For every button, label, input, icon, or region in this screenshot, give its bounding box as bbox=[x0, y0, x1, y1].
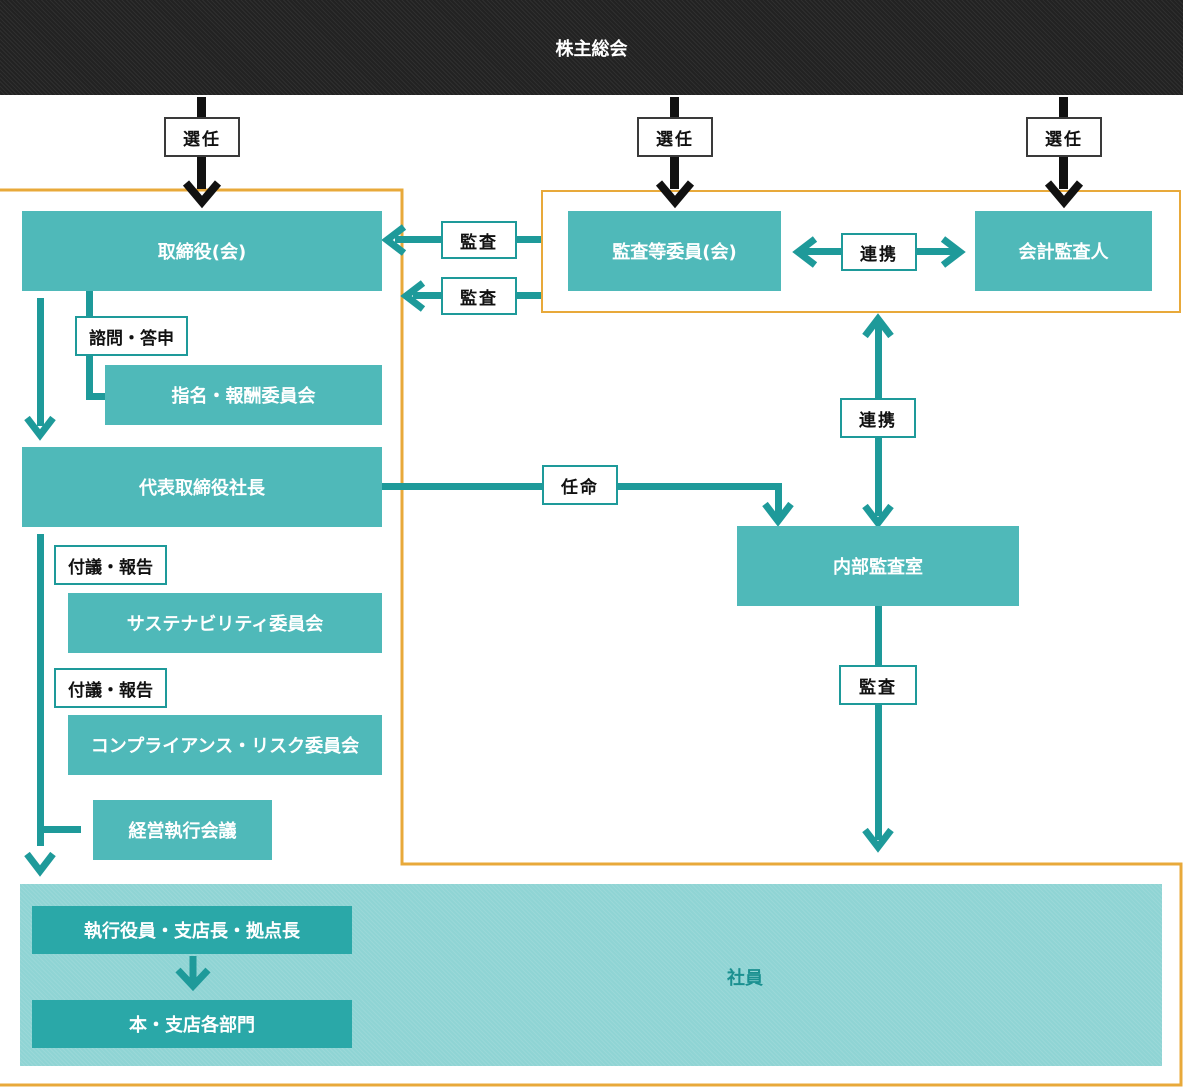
audit-group-frame bbox=[541, 190, 1181, 313]
president-down-line bbox=[37, 534, 44, 846]
coop-arrow-up-head bbox=[862, 313, 894, 339]
coop-label-vertical: 連携 bbox=[840, 398, 916, 438]
elect-arrow-accountant-icon bbox=[1044, 180, 1084, 209]
elect-label-audit: 選任 bbox=[637, 117, 713, 157]
refer-report-label-1: 付議・報告 bbox=[54, 545, 167, 585]
board-to-president-arrow-icon bbox=[24, 415, 56, 441]
audit-arrow-lower-head bbox=[400, 280, 426, 312]
appoint-label: 任命 bbox=[542, 465, 618, 505]
nomination-line-horizontal bbox=[86, 393, 106, 400]
management-branch-line bbox=[37, 826, 81, 833]
officers-down-arrow-icon bbox=[175, 956, 211, 992]
internal-audit-arrow-icon bbox=[862, 827, 894, 853]
compliance-committee-box: コンプライアンス・リスク委員会 bbox=[68, 715, 382, 775]
elect-arrow-audit-head bbox=[655, 180, 695, 209]
consult-report-label: 諮問・答申 bbox=[75, 316, 188, 356]
audit-label-upper: 監査 bbox=[441, 221, 517, 259]
audit-arrow-lower-icon bbox=[400, 280, 426, 312]
elect-arrow-board-icon bbox=[182, 180, 222, 209]
officers-box: 執行役員・支店長・拠点長 bbox=[32, 906, 352, 954]
coop-arrow-left-icon bbox=[792, 236, 818, 268]
coop-arrow-right-icon bbox=[940, 236, 966, 268]
shareholders-meeting-label: 株主総会 bbox=[555, 38, 628, 60]
coop-label-horizontal: 連携 bbox=[841, 233, 917, 271]
coop-arrow-down-icon bbox=[862, 503, 894, 529]
coop-arrow-right-head bbox=[940, 236, 966, 268]
nomination-committee-box: 指名・報酬委員会 bbox=[105, 365, 382, 425]
coop-arrow-left-head bbox=[792, 236, 818, 268]
officers-down-arrow-head bbox=[175, 967, 211, 992]
board-box: 取締役(会) bbox=[22, 211, 382, 291]
audit-arrow-upper-icon bbox=[381, 224, 407, 256]
president-down-arrow-icon bbox=[24, 851, 56, 877]
audit-label-lower: 監査 bbox=[441, 277, 517, 315]
appoint-arrow-icon bbox=[762, 501, 794, 527]
audit-committee-box: 監査等委員(会) bbox=[568, 211, 781, 291]
elect-label-board: 選任 bbox=[164, 117, 240, 157]
elect-label-accountant: 選任 bbox=[1026, 117, 1102, 157]
appoint-arrow-head bbox=[762, 501, 794, 527]
internal-audit-box: 内部監査室 bbox=[737, 526, 1019, 606]
president-down-arrow-head bbox=[24, 851, 56, 877]
appoint-line-vertical bbox=[775, 483, 782, 516]
internal-audit-line bbox=[875, 605, 882, 840]
refer-report-label-2: 付議・報告 bbox=[54, 668, 167, 708]
management-meeting-box: 経営執行会議 bbox=[93, 800, 272, 860]
audit-arrow-upper-head bbox=[381, 224, 407, 256]
coop-arrow-down-head bbox=[862, 503, 894, 529]
accounting-auditor-box: 会計監査人 bbox=[975, 211, 1152, 291]
sustainability-committee-box: サステナビリティ委員会 bbox=[68, 593, 382, 653]
departments-box: 本・支店各部門 bbox=[32, 1000, 352, 1048]
internal-audit-label: 監査 bbox=[839, 665, 917, 705]
president-box: 代表取締役社長 bbox=[22, 447, 382, 527]
employees-label: 社員 bbox=[727, 968, 763, 989]
internal-audit-arrow-head bbox=[862, 827, 894, 853]
governance-frame-outline bbox=[0, 188, 1183, 1087]
coop-arrow-up-icon bbox=[862, 313, 894, 339]
shareholders-meeting-box: 株主総会 bbox=[0, 0, 1183, 95]
elect-arrow-board-head bbox=[182, 180, 222, 209]
board-to-president-arrow-head bbox=[24, 415, 56, 441]
board-to-president-line bbox=[37, 298, 44, 426]
elect-arrow-accountant-head bbox=[1044, 180, 1084, 209]
elect-arrow-audit-icon bbox=[655, 180, 695, 209]
